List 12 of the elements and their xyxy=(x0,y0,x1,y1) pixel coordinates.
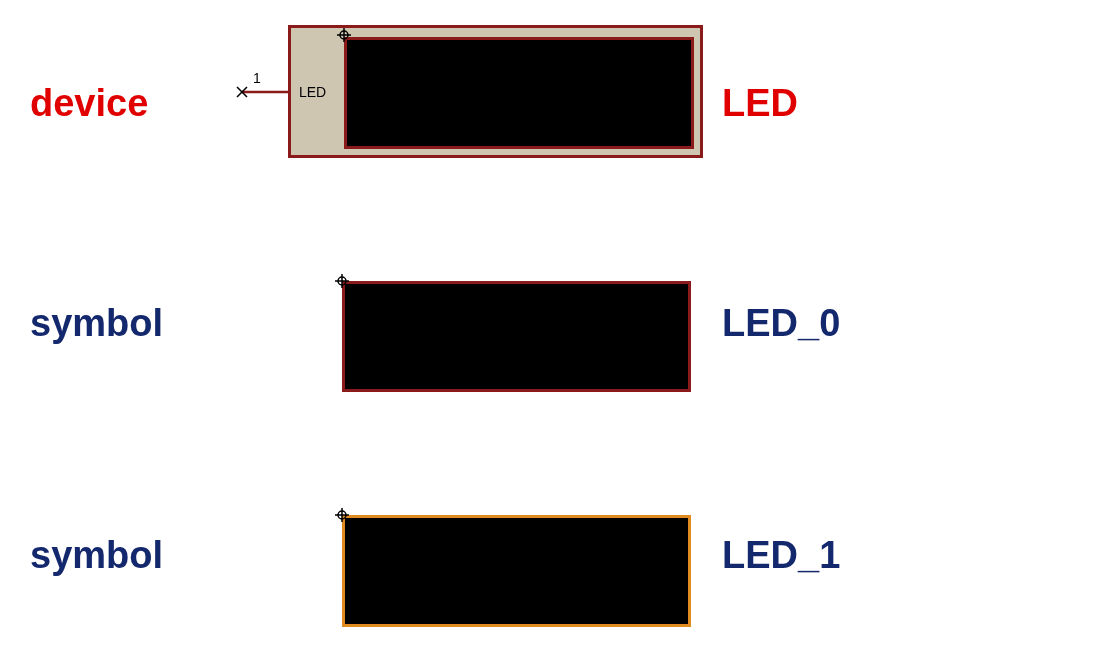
name-label: LED_1 xyxy=(722,534,841,577)
display-area xyxy=(344,37,694,149)
display-symbol xyxy=(342,281,691,392)
type-label: device xyxy=(30,82,149,125)
type-label: symbol xyxy=(30,302,164,345)
display-symbol xyxy=(342,515,691,627)
type-label: symbol xyxy=(30,534,164,577)
pin-number: 1 xyxy=(253,70,261,86)
name-label: LED_0 xyxy=(722,302,841,345)
device-box xyxy=(288,25,703,158)
part-label: LED xyxy=(299,84,327,100)
name-label: LED xyxy=(722,82,798,125)
